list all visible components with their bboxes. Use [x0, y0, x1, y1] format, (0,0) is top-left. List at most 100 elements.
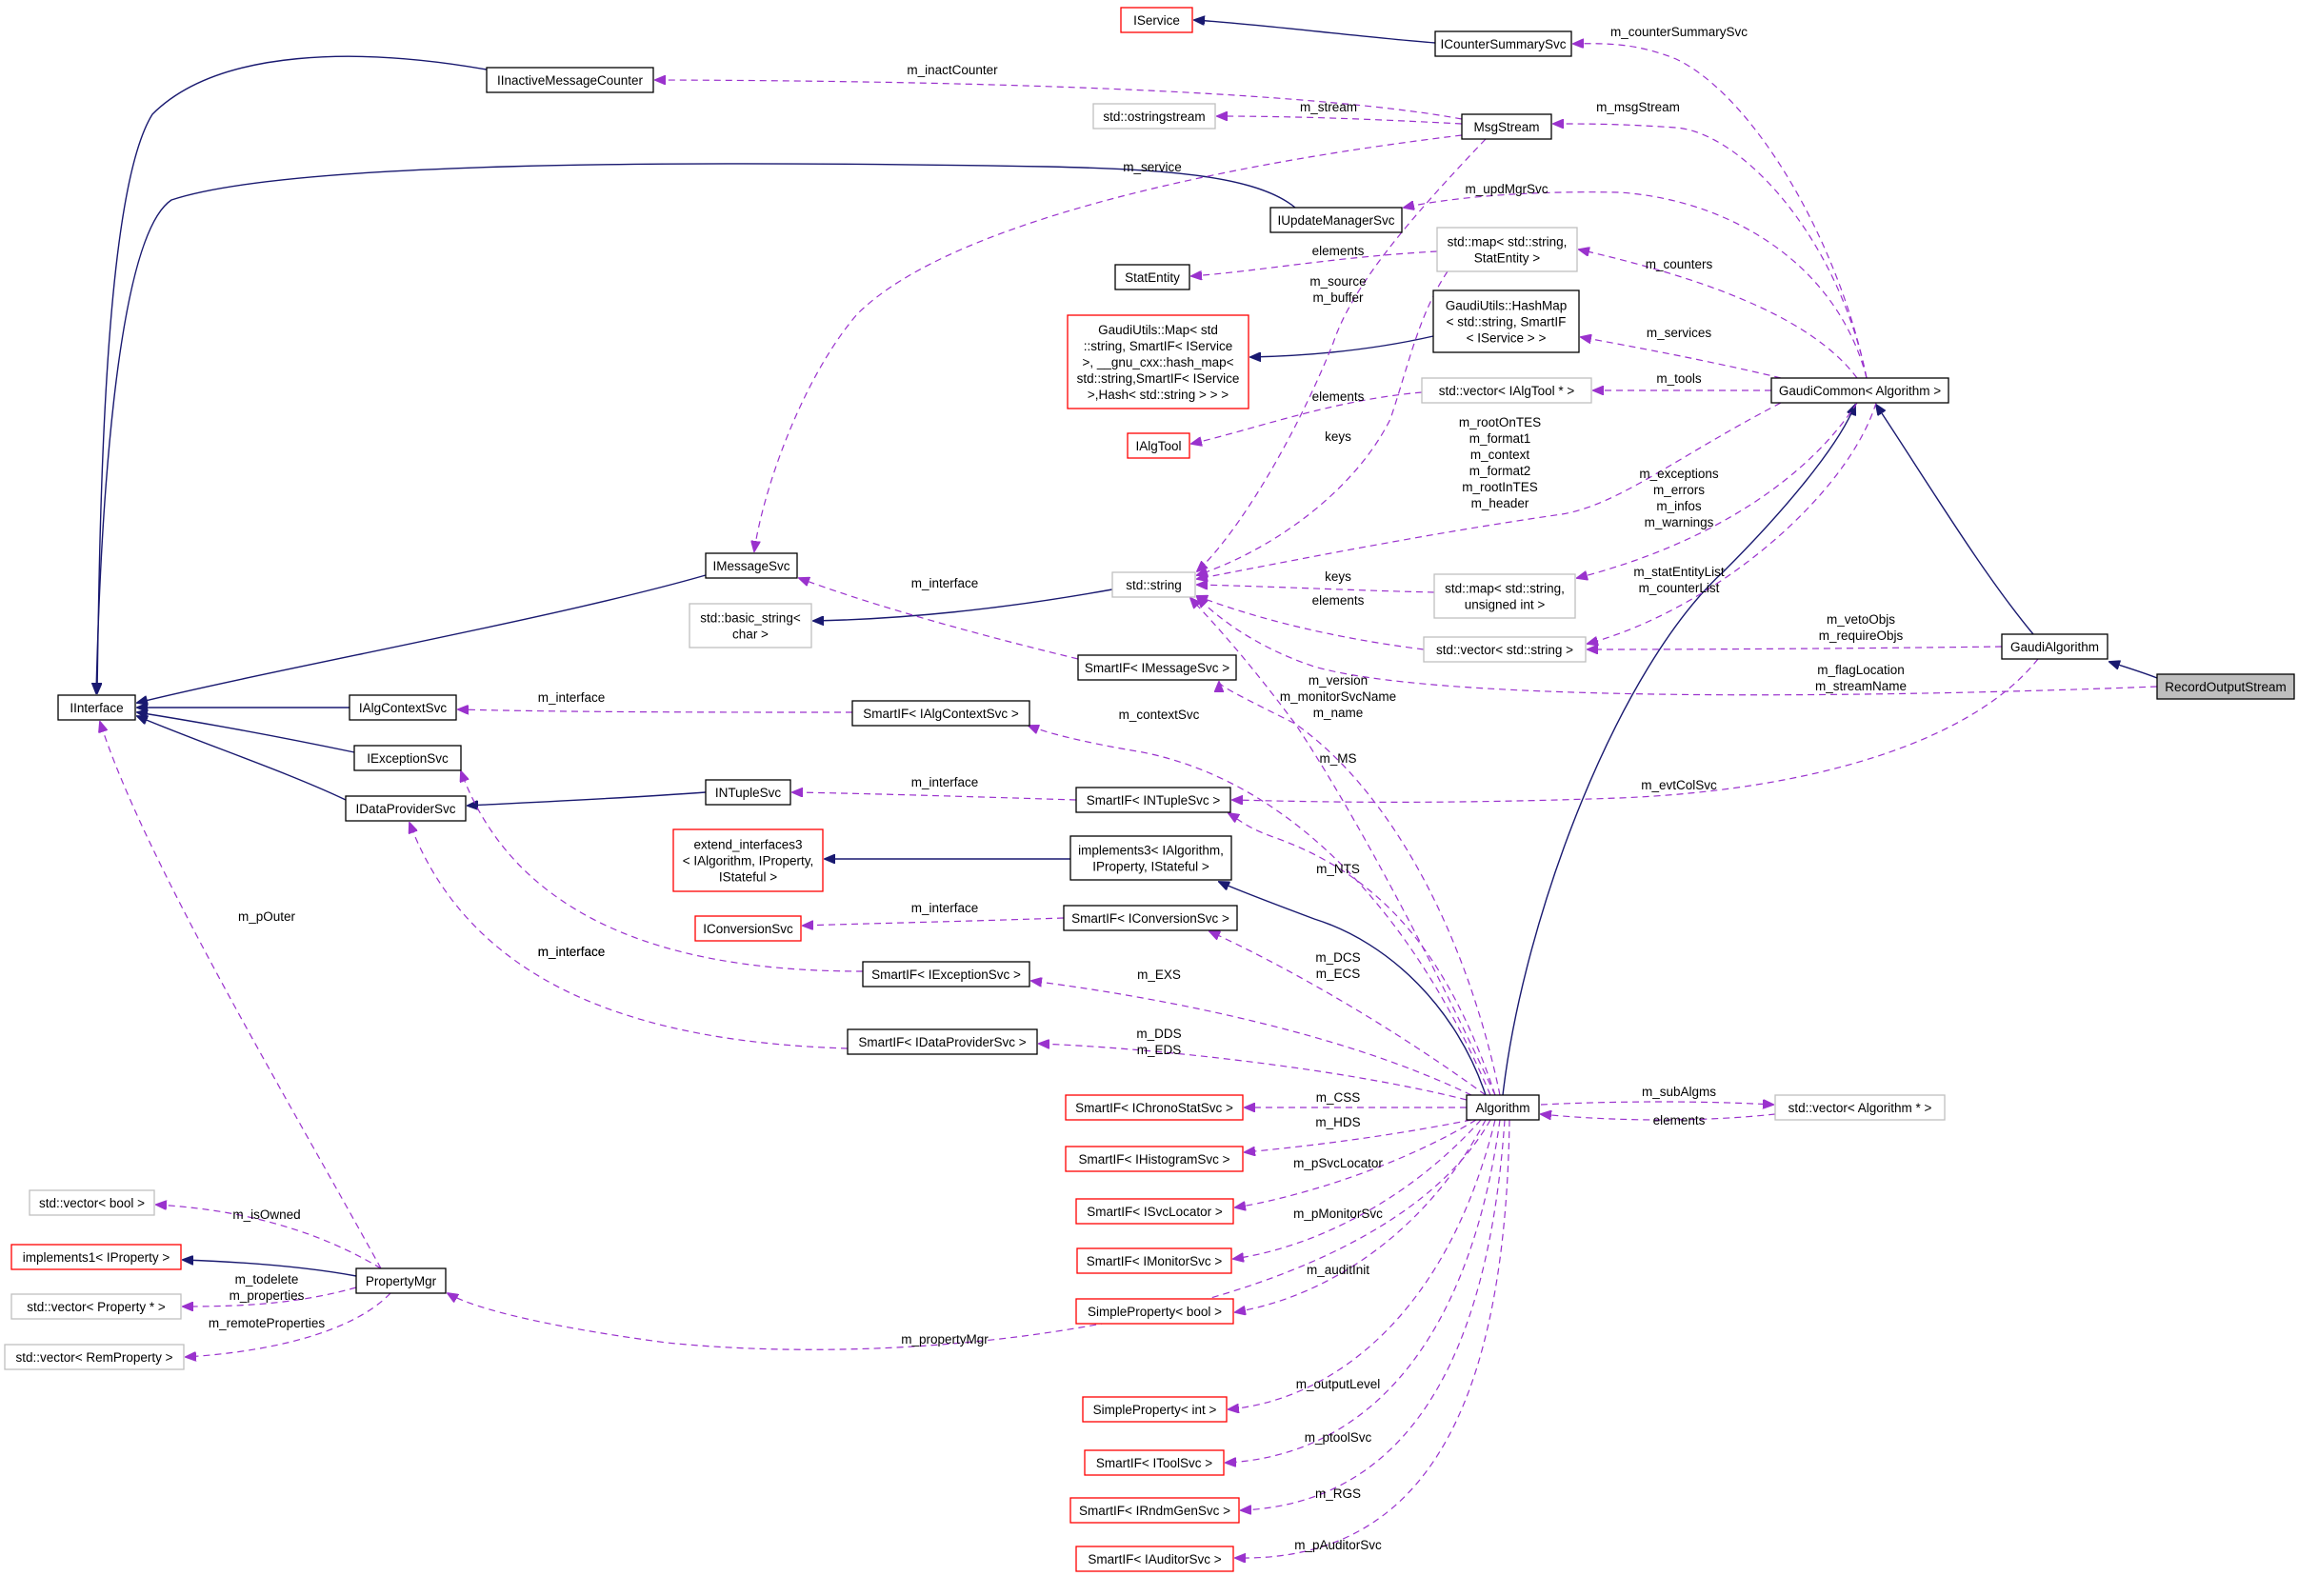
node-label: MsgStream: [1473, 120, 1539, 134]
node-vec-bool[interactable]: std::vector< bool >: [29, 1189, 155, 1216]
edge-iinactive-message-counter-to-iinterface: [97, 55, 488, 693]
node-smart-ichrono-stat-svc[interactable]: SmartIF< IChronoStatSvc >: [1065, 1094, 1244, 1121]
node-box: [1075, 1546, 1234, 1572]
node-box: [355, 1267, 447, 1294]
node-label: extend_interfaces3< IAlgorithm, IPropert…: [683, 838, 813, 885]
node-gaudi-algorithm[interactable]: GaudiAlgorithm: [2001, 633, 2108, 660]
node-label: SmartIF< IConversionSvc >: [1071, 911, 1229, 926]
node-ialg-tool[interactable]: IAlgTool: [1127, 432, 1190, 459]
edge-algorithm-to-vec-algorithm: m_subAlgms: [1540, 1085, 1773, 1105]
node-hash-map[interactable]: GaudiUtils::HashMap< std::string, SmartI…: [1432, 289, 1580, 353]
node-map-uint[interactable]: std::map< std::string,unsigned int >: [1433, 573, 1576, 619]
node-box: [705, 779, 791, 806]
node-basic-string[interactable]: std::basic_string<char >: [689, 603, 812, 648]
edge-label: m_isOwned: [232, 1207, 300, 1222]
node-smart-idata-provider-svc[interactable]: SmartIF< IDataProviderSvc >: [847, 1028, 1038, 1055]
node-record-output-stream[interactable]: RecordOutputStream: [2156, 673, 2295, 700]
edge-label: m_pSvcLocator: [1293, 1156, 1383, 1170]
node-vec-string[interactable]: std::vector< std::string >: [1423, 636, 1587, 663]
node-property-mgr[interactable]: PropertyMgr: [355, 1267, 447, 1294]
node-label: IAlgTool: [1135, 439, 1181, 453]
node-imessage-svc[interactable]: IMessageSvc: [705, 552, 798, 579]
node-box: [1067, 314, 1249, 409]
node-box: [1433, 573, 1576, 619]
node-smart-ialg-context-svc[interactable]: SmartIF< IAlgContextSvc >: [851, 700, 1030, 727]
edge-label: m_pMonitorSvc: [1293, 1207, 1383, 1221]
node-label: SmartIF< IChronoStatSvc >: [1075, 1101, 1233, 1115]
node-label: Algorithm: [1475, 1101, 1529, 1115]
node-box: [862, 961, 1030, 988]
edge-label: keys: [1325, 569, 1351, 584]
node-algorithm[interactable]: Algorithm: [1466, 1094, 1540, 1121]
node-idata-provider-svc[interactable]: IDataProviderSvc: [345, 795, 467, 822]
edge-smart-imessage-svc-to-imessage-svc: m_interface: [799, 576, 1079, 660]
edge-label: m_RGS: [1315, 1486, 1361, 1501]
node-smart-itool-svc[interactable]: SmartIF< IToolSvc >: [1084, 1449, 1225, 1476]
edge-label: m_pOuter: [238, 909, 296, 924]
node-implements1[interactable]: implements1< IProperty >: [10, 1244, 182, 1270]
edge-iexception-svc-to-iinterface: [137, 712, 355, 753]
edge-map-stat-entity-to-stat-entity: elements: [1191, 244, 1438, 276]
node-simple-property-int[interactable]: SimpleProperty< int >: [1082, 1396, 1228, 1423]
node-box: [1114, 264, 1190, 290]
node-label: std::map< std::string,StatEntity >: [1448, 235, 1568, 266]
node-intuple-svc[interactable]: INTupleSvc: [705, 779, 791, 806]
node-ialg-context-svc[interactable]: IAlgContextSvc: [349, 694, 457, 721]
node-msg-stream[interactable]: MsgStream: [1461, 113, 1552, 140]
node-vec-ialg-tool[interactable]: std::vector< IAlgTool * >: [1421, 377, 1592, 404]
edge-label: m_contextSvc: [1119, 708, 1200, 722]
node-smart-isvc-locator[interactable]: SmartIF< ISvcLocator >: [1075, 1198, 1234, 1225]
node-implements3[interactable]: implements3< IAlgorithm,IProperty, IStat…: [1069, 835, 1232, 881]
node-label: SimpleProperty< bool >: [1088, 1305, 1222, 1319]
node-smart-imonitor-svc[interactable]: SmartIF< IMonitorSvc >: [1076, 1247, 1232, 1274]
edge-label: m_interface: [538, 690, 606, 705]
node-label: GaudiAlgorithm: [2010, 640, 2099, 654]
node-iservice[interactable]: IService: [1120, 7, 1193, 33]
node-ostringstream[interactable]: std::ostringstream: [1092, 103, 1216, 130]
edge-algorithm-to-property-mgr: m_propertyMgr: [448, 1119, 1491, 1350]
edge-label: m_pAuditorSvc: [1294, 1538, 1382, 1552]
node-smart-iconversion-svc[interactable]: SmartIF< IConversionSvc >: [1063, 905, 1238, 931]
node-smart-intuple-svc[interactable]: SmartIF< INTupleSvc >: [1075, 787, 1231, 813]
edge-label: m_ptoolSvc: [1305, 1430, 1372, 1445]
edge-algorithm-to-smart-iexception-svc: m_EXS: [1031, 968, 1472, 1096]
node-label: SmartIF< IRndmGenSvc >: [1079, 1504, 1230, 1518]
node-box: [1461, 113, 1552, 140]
edge-msg-stream-to-ostringstream: m_stream: [1217, 100, 1463, 125]
node-label: INTupleSvc: [715, 786, 782, 800]
node-vec-algorithm[interactable]: std::vector< Algorithm * >: [1774, 1094, 1946, 1121]
node-iupdate-manager-svc[interactable]: IUpdateManagerSvc: [1269, 207, 1403, 233]
node-box: [1111, 571, 1196, 598]
node-smart-irndm-gen-svc[interactable]: SmartIF< IRndmGenSvc >: [1069, 1497, 1240, 1524]
edge-label: m_auditInit: [1307, 1263, 1369, 1277]
node-label: std::vector< bool >: [39, 1196, 145, 1210]
node-iinterface[interactable]: IInterface: [57, 694, 136, 721]
node-vec-rem-property[interactable]: std::vector< RemProperty >: [4, 1344, 185, 1370]
node-box: [689, 603, 812, 648]
node-gaudi-utils-map[interactable]: GaudiUtils::Map< std::string, SmartIF< I…: [1067, 314, 1249, 409]
node-box: [1075, 1198, 1234, 1225]
node-vec-property[interactable]: std::vector< Property * >: [10, 1293, 182, 1320]
node-stdstring[interactable]: std::string: [1111, 571, 1196, 598]
edge-label: m_interface: [911, 775, 979, 789]
node-extend-interfaces3[interactable]: extend_interfaces3< IAlgorithm, IPropert…: [672, 828, 824, 892]
node-stat-entity[interactable]: StatEntity: [1114, 264, 1190, 290]
node-smart-iauditor-svc[interactable]: SmartIF< IAuditorSvc >: [1075, 1546, 1234, 1572]
node-iexception-svc[interactable]: IExceptionSvc: [353, 745, 462, 771]
node-simple-property-bool[interactable]: SimpleProperty< bool >: [1075, 1298, 1234, 1325]
node-smart-iexception-svc[interactable]: SmartIF< IExceptionSvc >: [862, 961, 1030, 988]
node-icounter-summary-svc[interactable]: ICounterSummarySvc: [1434, 30, 1572, 57]
node-map-stat-entity[interactable]: std::map< std::string,StatEntity >: [1436, 227, 1578, 272]
node-smart-ihistogram-svc[interactable]: SmartIF< IHistogramSvc >: [1065, 1146, 1244, 1172]
node-label: GaudiCommon< Algorithm >: [1779, 384, 1941, 398]
edge-gaudi-common-to-vec-ialg-tool: m_tools: [1593, 371, 1771, 390]
node-smart-imessage-svc[interactable]: SmartIF< IMessageSvc >: [1077, 654, 1237, 681]
node-iinactive-message-counter[interactable]: IInactiveMessageCounter: [486, 67, 654, 93]
node-gaudi-common[interactable]: GaudiCommon< Algorithm >: [1770, 377, 1949, 404]
node-iconversion-svc[interactable]: IConversionSvc: [694, 915, 802, 942]
edge-msg-stream-to-iinactive-message-counter: m_inactCounter: [655, 63, 1463, 120]
